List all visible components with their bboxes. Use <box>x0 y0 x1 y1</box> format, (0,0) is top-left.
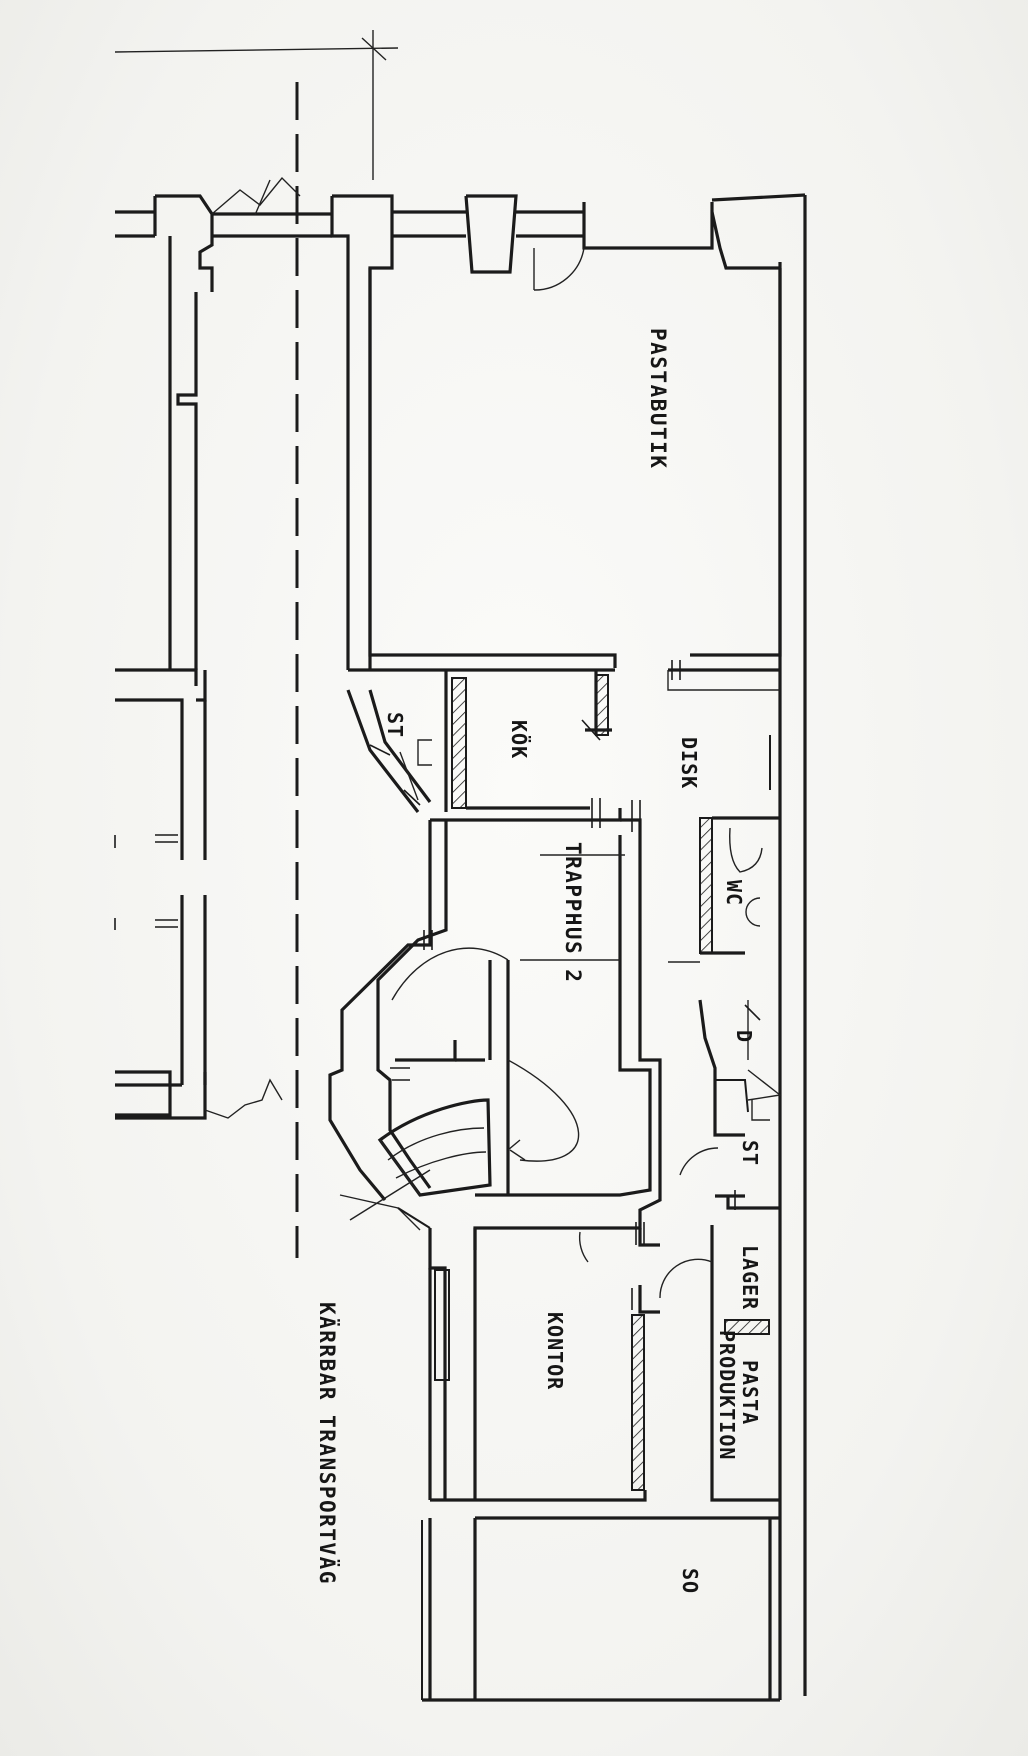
room-labels: PASTABUTIK ST KÖK DISK TRAPPHUS 2 WC D S… <box>315 328 762 1594</box>
label-kok: KÖK <box>507 720 531 759</box>
label-trapphus: TRAPPHUS 2 <box>561 842 585 983</box>
label-pastabutik: PASTABUTIK <box>646 328 670 469</box>
label-pasta: PASTA <box>738 1360 762 1425</box>
door-marks <box>114 176 761 1501</box>
office-area <box>421 1225 780 1702</box>
label-d: D <box>732 1030 756 1043</box>
reference-lines <box>114 30 399 180</box>
stairwell <box>328 818 662 1250</box>
label-wc: WC <box>722 880 746 906</box>
label-so: SO <box>678 1568 702 1594</box>
label-produktion: PRODUKTION <box>715 1330 739 1460</box>
wc-area <box>668 816 782 1210</box>
label-lager: LAGER <box>738 1245 762 1310</box>
label-st-upper: ST <box>383 712 407 738</box>
label-st-lower: ST <box>738 1140 762 1166</box>
label-disk: DISK <box>677 737 701 789</box>
label-kontor: KONTOR <box>543 1312 567 1390</box>
label-transport-route: KÄRRBAR TRANSPORTVÄG <box>315 1302 340 1585</box>
pastabutik-room <box>348 247 782 672</box>
